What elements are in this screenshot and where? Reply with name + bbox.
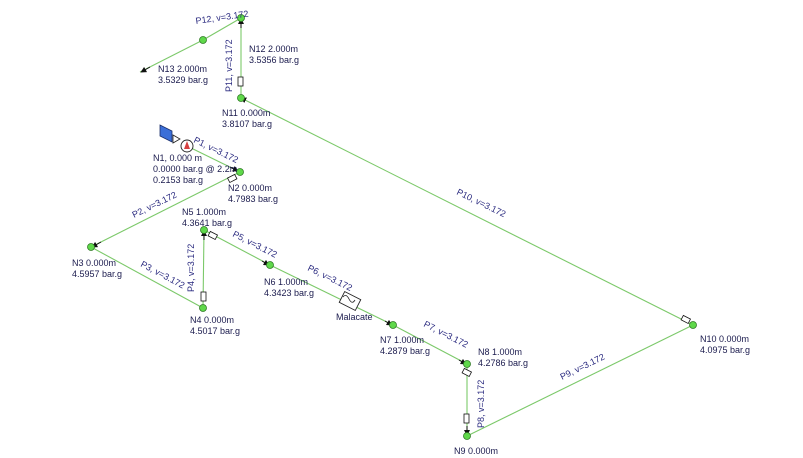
arrow-icon [91, 241, 102, 248]
tank-icon [159, 124, 173, 143]
node-label-n9: N9 0.000m [454, 446, 498, 456]
nodes [87, 14, 697, 440]
valve-icon [172, 134, 181, 144]
source-tank[interactable] [159, 124, 194, 153]
pipe-label-p4: P4, v=3.172 [186, 244, 196, 292]
flow-arrows [91, 18, 470, 436]
node-n11[interactable] [237, 94, 245, 102]
node-n7[interactable] [389, 321, 397, 329]
node-n5[interactable] [200, 226, 208, 234]
fitting [207, 230, 219, 241]
pipe-p9[interactable] [466, 324, 694, 437]
node-n13[interactable] [199, 36, 207, 44]
pipe-p12[interactable] [202, 17, 242, 41]
pipe-p13[interactable] [139, 39, 204, 73]
heat-exchanger-wave [342, 295, 356, 303]
node-n9[interactable] [463, 432, 471, 440]
pipe-p6[interactable] [269, 264, 394, 326]
arrow-icon [384, 319, 393, 326]
fitting [461, 367, 473, 378]
pipe-label-p11: P11, v=3.172 [224, 39, 234, 92]
pipe-label-p9: P9, v=3.172 [558, 352, 606, 382]
node-n2[interactable] [236, 168, 244, 176]
heat-exchanger[interactable]: Malacate [336, 290, 373, 322]
fitting [226, 173, 238, 184]
node-n8[interactable] [463, 360, 471, 368]
arrow-icon [458, 358, 467, 365]
node-n12[interactable] [237, 14, 245, 22]
fitting [680, 314, 692, 325]
pipe-p7[interactable] [392, 324, 468, 365]
pipe-label-p10: P10, v=3.172 [455, 187, 507, 219]
pump-triangle [184, 141, 190, 149]
heat-exchanger-label: Malacate [336, 312, 373, 322]
arrow-icon [140, 66, 151, 73]
pipe-p2[interactable] [90, 171, 241, 248]
pipe-label-p8: P8, v=3.172 [476, 380, 486, 428]
pipe-p10[interactable] [240, 97, 694, 326]
fitting [237, 76, 244, 87]
node-n3[interactable] [87, 243, 95, 251]
arrow-icon [229, 165, 239, 172]
node-n4[interactable] [199, 304, 207, 312]
node-n10[interactable] [689, 321, 697, 329]
pipe-label-p5: P5, v=3.172 [231, 229, 279, 260]
fittings [200, 76, 692, 424]
fitting [463, 413, 470, 424]
fitting [200, 291, 207, 302]
pipe-p3[interactable] [90, 246, 204, 309]
arrow-icon [261, 259, 270, 266]
node-n6[interactable] [266, 261, 274, 269]
